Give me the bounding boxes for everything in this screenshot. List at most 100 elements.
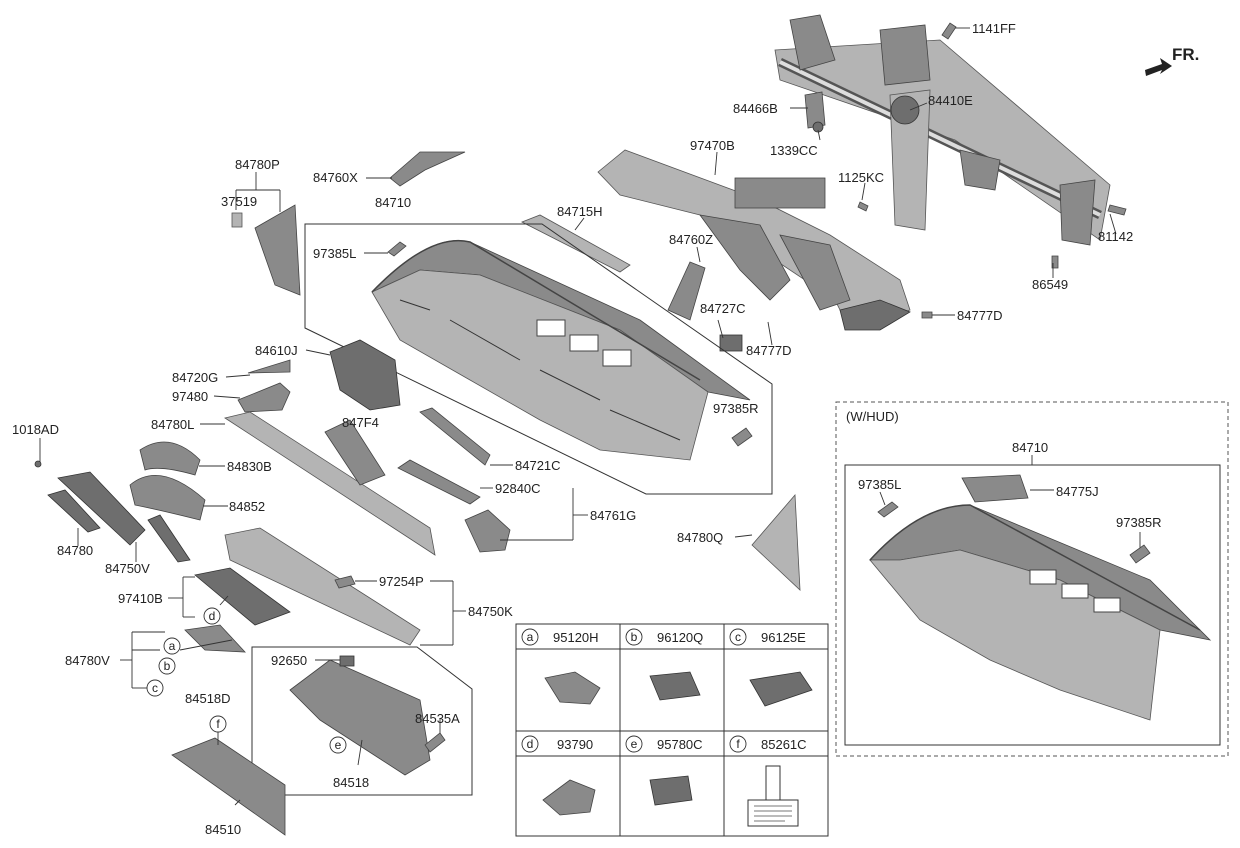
callout-f-circle [209,715,227,733]
main-dash-group-box [304,223,773,495]
label-97480: 97480 [172,389,208,404]
label-84720G: 84720G [172,370,218,385]
part-84780L [224,411,436,556]
label-84761G: 84761G [590,508,636,523]
legend-d-letter: d [527,737,534,751]
label-97385L: 97385L [313,246,356,261]
legend-c-part: 96125E [761,630,806,645]
part-84830B [139,441,201,476]
label-84760X: 84760X [313,170,358,185]
label-37519: 37519 [221,194,257,209]
part-84780V [184,624,246,653]
legend-f-letter: f [736,737,740,751]
part-92650 [339,655,355,667]
legend-c-letter: c [735,630,741,644]
callout-a-circle [163,637,181,655]
hud-variant-title: (W/HUD) [846,409,899,424]
part-97385L-main [387,241,407,257]
label-97410B: 97410B [118,591,163,606]
front-direction-indicator: FR. [1145,45,1199,76]
legend-a-part: 95120H [553,630,599,645]
legend-b-part: 96120Q [657,630,703,645]
label-84780L: 84780L [151,417,194,432]
label-97470B: 97470B [690,138,735,153]
part-97480 [237,382,291,413]
part-847F4 [324,419,386,486]
hud-vent-97385L [877,501,899,518]
hud-unit-84775J [961,474,1029,503]
legend-f-part: 85261C [761,737,807,752]
label-84777D-lower: 84777D [746,343,792,358]
legend-a-letter: a [527,630,534,644]
callout-a: a [169,639,176,653]
front-label: FR. [1172,45,1199,64]
label-84710: 84710 [375,195,411,210]
label-84750V: 84750V [105,561,150,576]
part-84780P [254,204,301,296]
label-1339CC: 1339CC [770,143,818,158]
label-84518D: 84518D [185,691,231,706]
part-84750V [57,471,146,546]
label-84721C: 84721C [515,458,561,473]
label-84852: 84852 [229,499,265,514]
label-92650: 92650 [271,653,307,668]
legend-d-image [542,779,596,816]
legend-f-label-image [747,765,799,827]
label-84510: 84510 [205,822,241,837]
legend-e-part: 95780C [657,737,703,752]
part-84852 [129,475,206,521]
part-84518D-glovebox-housing [289,659,431,776]
label-84750K: 84750K [468,604,513,619]
part-84760X [389,151,466,187]
label-86549: 86549 [1032,277,1068,292]
label-84780V: 84780V [65,653,110,668]
hud-vent-97385R [1129,544,1151,564]
part-84750V-lower [147,514,191,563]
legend-b-letter: b [631,630,638,644]
part-84610J [329,339,401,411]
leader-lines [39,27,1117,806]
callout-markers: d a b c e f [146,607,347,754]
part-84760Z [667,261,706,321]
callout-e: e [335,738,342,752]
legend-e-image [649,775,693,806]
part-84720G [247,359,291,374]
label-84780Q: 84780Q [677,530,723,545]
label-84760Z: 84760Z [669,232,713,247]
part-92840C [397,459,481,505]
part-84750K [224,527,421,646]
label-84780P: 84780P [235,157,280,172]
main-crash-pad [371,239,751,461]
label-84727C: 84727C [700,301,746,316]
label-97385R: 97385R [713,401,759,416]
label-847F4: 847F4 [342,415,379,430]
label-84610J: 84610J [255,343,298,358]
callout-d: d [209,609,216,623]
callout-c: c [152,681,158,695]
hud-label-97385R: 97385R [1116,515,1162,530]
part-97254P [334,575,356,589]
label-84466B: 84466B [733,101,778,116]
label-84715H: 84715H [557,204,603,219]
part-37519 [231,212,243,228]
hud-label-84775J: 84775J [1056,484,1099,499]
part-97410B [194,567,291,626]
part-84727C [719,334,743,352]
label-84777D-right: 84777D [957,308,1003,323]
legend-b-image [649,671,701,701]
part-84721C [419,407,491,466]
air-duct-assembly [597,149,911,331]
label-84830B: 84830B [227,459,272,474]
legend-e-letter: e [631,737,638,751]
front-arrow-icon [1145,58,1172,76]
label-81142: 81142 [1098,229,1133,244]
part-84780 [47,489,101,533]
legend-a-image [544,671,601,705]
label-1018AD: 1018AD [12,422,59,437]
label-1125KC: 1125KC [838,170,884,185]
hud-label-97385L: 97385L [858,477,901,492]
part-84761G-cluster [464,509,511,553]
label-84535A: 84535A [415,711,460,726]
label-84780: 84780 [57,543,93,558]
